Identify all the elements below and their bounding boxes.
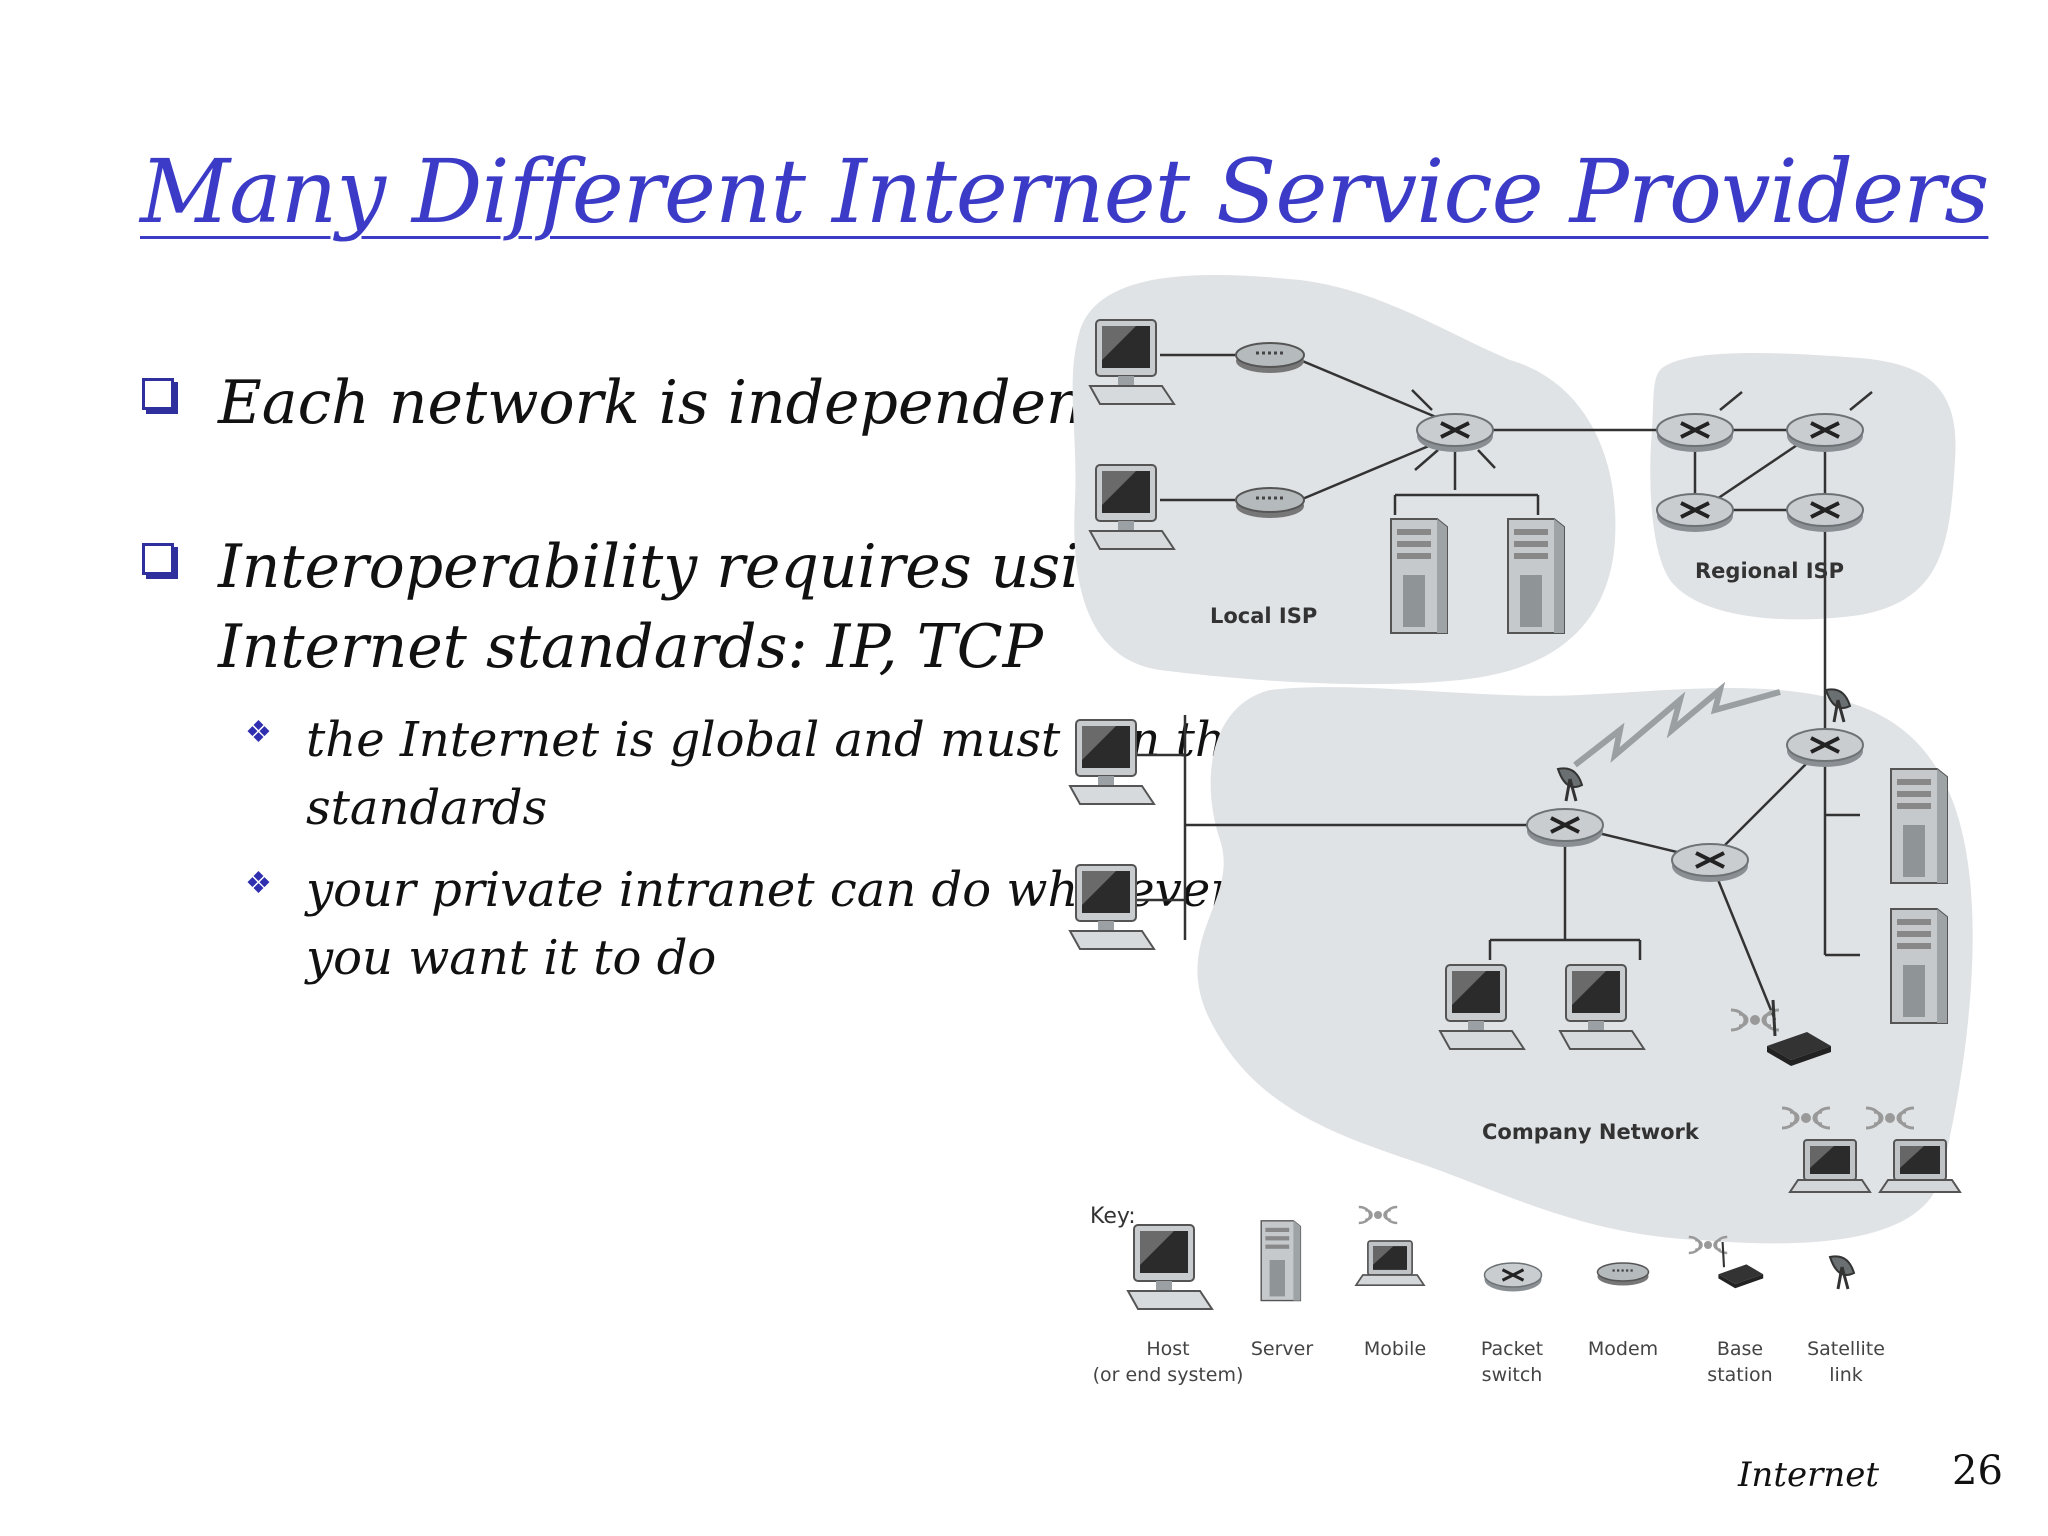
local-server-1 <box>1390 518 1448 634</box>
key-label-modem: Modem <box>1588 1338 1658 1360</box>
key-label-mobile: Mobile <box>1364 1338 1426 1360</box>
diamond-bullet-icon: ❖ <box>245 715 272 750</box>
key-server-icon <box>1260 1220 1302 1302</box>
key-label-base: Base <box>1717 1338 1763 1360</box>
key-base-station-icon <box>1717 1240 1765 1290</box>
regional-isp-label: Regional ISP <box>1695 559 1844 583</box>
regional-router-2 <box>1785 412 1865 454</box>
regional-router-3 <box>1655 492 1735 534</box>
company-server-2 <box>1890 908 1948 1024</box>
key-label-host: Host <box>1146 1338 1189 1360</box>
company-router-3 <box>1785 727 1865 769</box>
regional-router-4 <box>1785 492 1865 534</box>
bullet-box-icon <box>142 378 174 410</box>
footer-label: Internet <box>1738 1455 1880 1495</box>
company-host-2 <box>1069 864 1155 950</box>
isp-network-diagram: Local ISP Regional ISP Company Network K… <box>1069 275 1973 1386</box>
company-router-1 <box>1525 807 1605 849</box>
local-isp-cloud <box>1072 275 1616 685</box>
bullet-interop-line1: Interoperability requires using <box>218 532 1157 602</box>
key-satellite-link-icon <box>1828 1254 1856 1291</box>
key-label-host-sub: (or end system) <box>1093 1364 1244 1386</box>
key-label-packet: Packet <box>1481 1338 1543 1360</box>
page-number: 26 <box>1952 1448 2003 1494</box>
key-label-link: link <box>1829 1364 1863 1386</box>
key-host-icon <box>1127 1224 1213 1310</box>
local-server-2 <box>1507 518 1565 634</box>
slide-title: Many Different Internet Service Provider… <box>140 140 1989 243</box>
key-label-satellite: Satellite <box>1807 1338 1885 1360</box>
bullet-interop-line2: Internet standards: IP, TCP <box>218 612 1043 682</box>
satellite-zigzag <box>1573 681 1781 768</box>
key-packet-switch-icon <box>1483 1261 1543 1293</box>
company-server-1 <box>1890 768 1948 884</box>
company-host-1 <box>1069 719 1155 805</box>
key-title: Key: <box>1090 1204 1136 1229</box>
key-mobile-waves <box>1357 1205 1399 1225</box>
key-modem-icon <box>1596 1261 1650 1287</box>
subbullet-intranet-line2: you want it to do <box>306 930 717 986</box>
bullet-box-icon <box>142 543 174 575</box>
local-modem-2 <box>1234 486 1306 520</box>
key-label-station: station <box>1707 1364 1772 1386</box>
company-network-label: Company Network <box>1482 1120 1700 1144</box>
local-modem-1 <box>1234 341 1306 375</box>
diamond-bullet-icon: ❖ <box>245 866 272 901</box>
key-label-server: Server <box>1251 1338 1313 1360</box>
key-mobile-icon <box>1355 1240 1425 1287</box>
subbullet-global-line1: the Internet is global and must run thes… <box>306 712 1308 768</box>
local-router <box>1415 412 1495 454</box>
local-isp-label: Local ISP <box>1210 604 1317 628</box>
regional-router-1 <box>1655 412 1735 454</box>
regional-isp-cloud <box>1650 353 1956 620</box>
company-router-2 <box>1670 842 1750 884</box>
bullet-independent: Each network is independent <box>218 368 1109 438</box>
key-label-switch: switch <box>1482 1364 1543 1386</box>
subbullet-global-line2: standards <box>306 780 548 836</box>
